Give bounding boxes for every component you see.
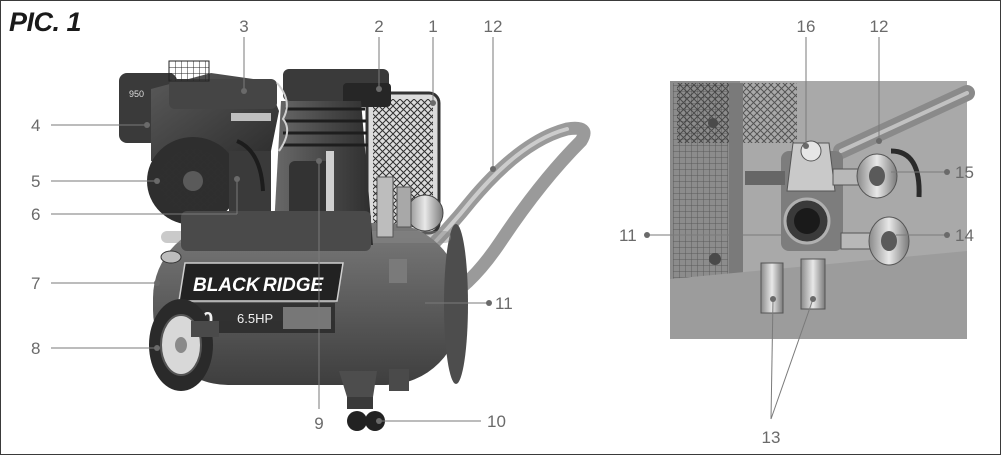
detail-callout-16: 16 [797,17,816,36]
detail-callout-11: 11 [619,226,637,245]
callout-leaders [51,37,950,424]
callout-8: 8 [31,339,40,358]
engine: 950 [119,60,279,225]
callout-7: 7 [31,274,40,293]
pressure-switch-detail-image [670,81,975,339]
callout-4: 4 [31,116,40,135]
callout-3: 3 [239,17,248,36]
callout-1: 1 [428,17,437,36]
figure-title: PIC. 1 [9,7,82,37]
wheel [149,299,219,391]
detail-callout-14: 14 [955,226,974,245]
callout-12: 12 [484,17,503,36]
callout-6: 6 [31,205,40,224]
detail-callout-13: 13 [762,428,781,447]
detail-callout-15: 15 [955,163,974,182]
brand-plate-right-text: RIDGE [263,275,325,296]
engine-badge-text: 950 [129,89,144,99]
callout-numbers: 1 2 3 4 5 6 7 8 9 10 11 12 16 12 15 14 1… [31,17,974,447]
callout-5: 5 [31,172,40,191]
caster-foot [339,369,409,431]
brand-plate-left-text: BLACK [193,275,261,296]
compressor-illustration: BLACK RIDGE 50 6.5HP 950 [119,60,591,431]
callout-2: 2 [374,17,383,36]
callout-10: 10 [487,412,506,431]
pump-head [273,69,391,245]
power-text: 6.5HP [237,311,273,326]
callout-11: 11 [495,294,513,313]
dipstick [326,151,334,231]
detail-callout-12: 12 [870,17,889,36]
base-plate [181,211,371,251]
valve-block [376,176,444,283]
callout-9: 9 [314,414,323,433]
